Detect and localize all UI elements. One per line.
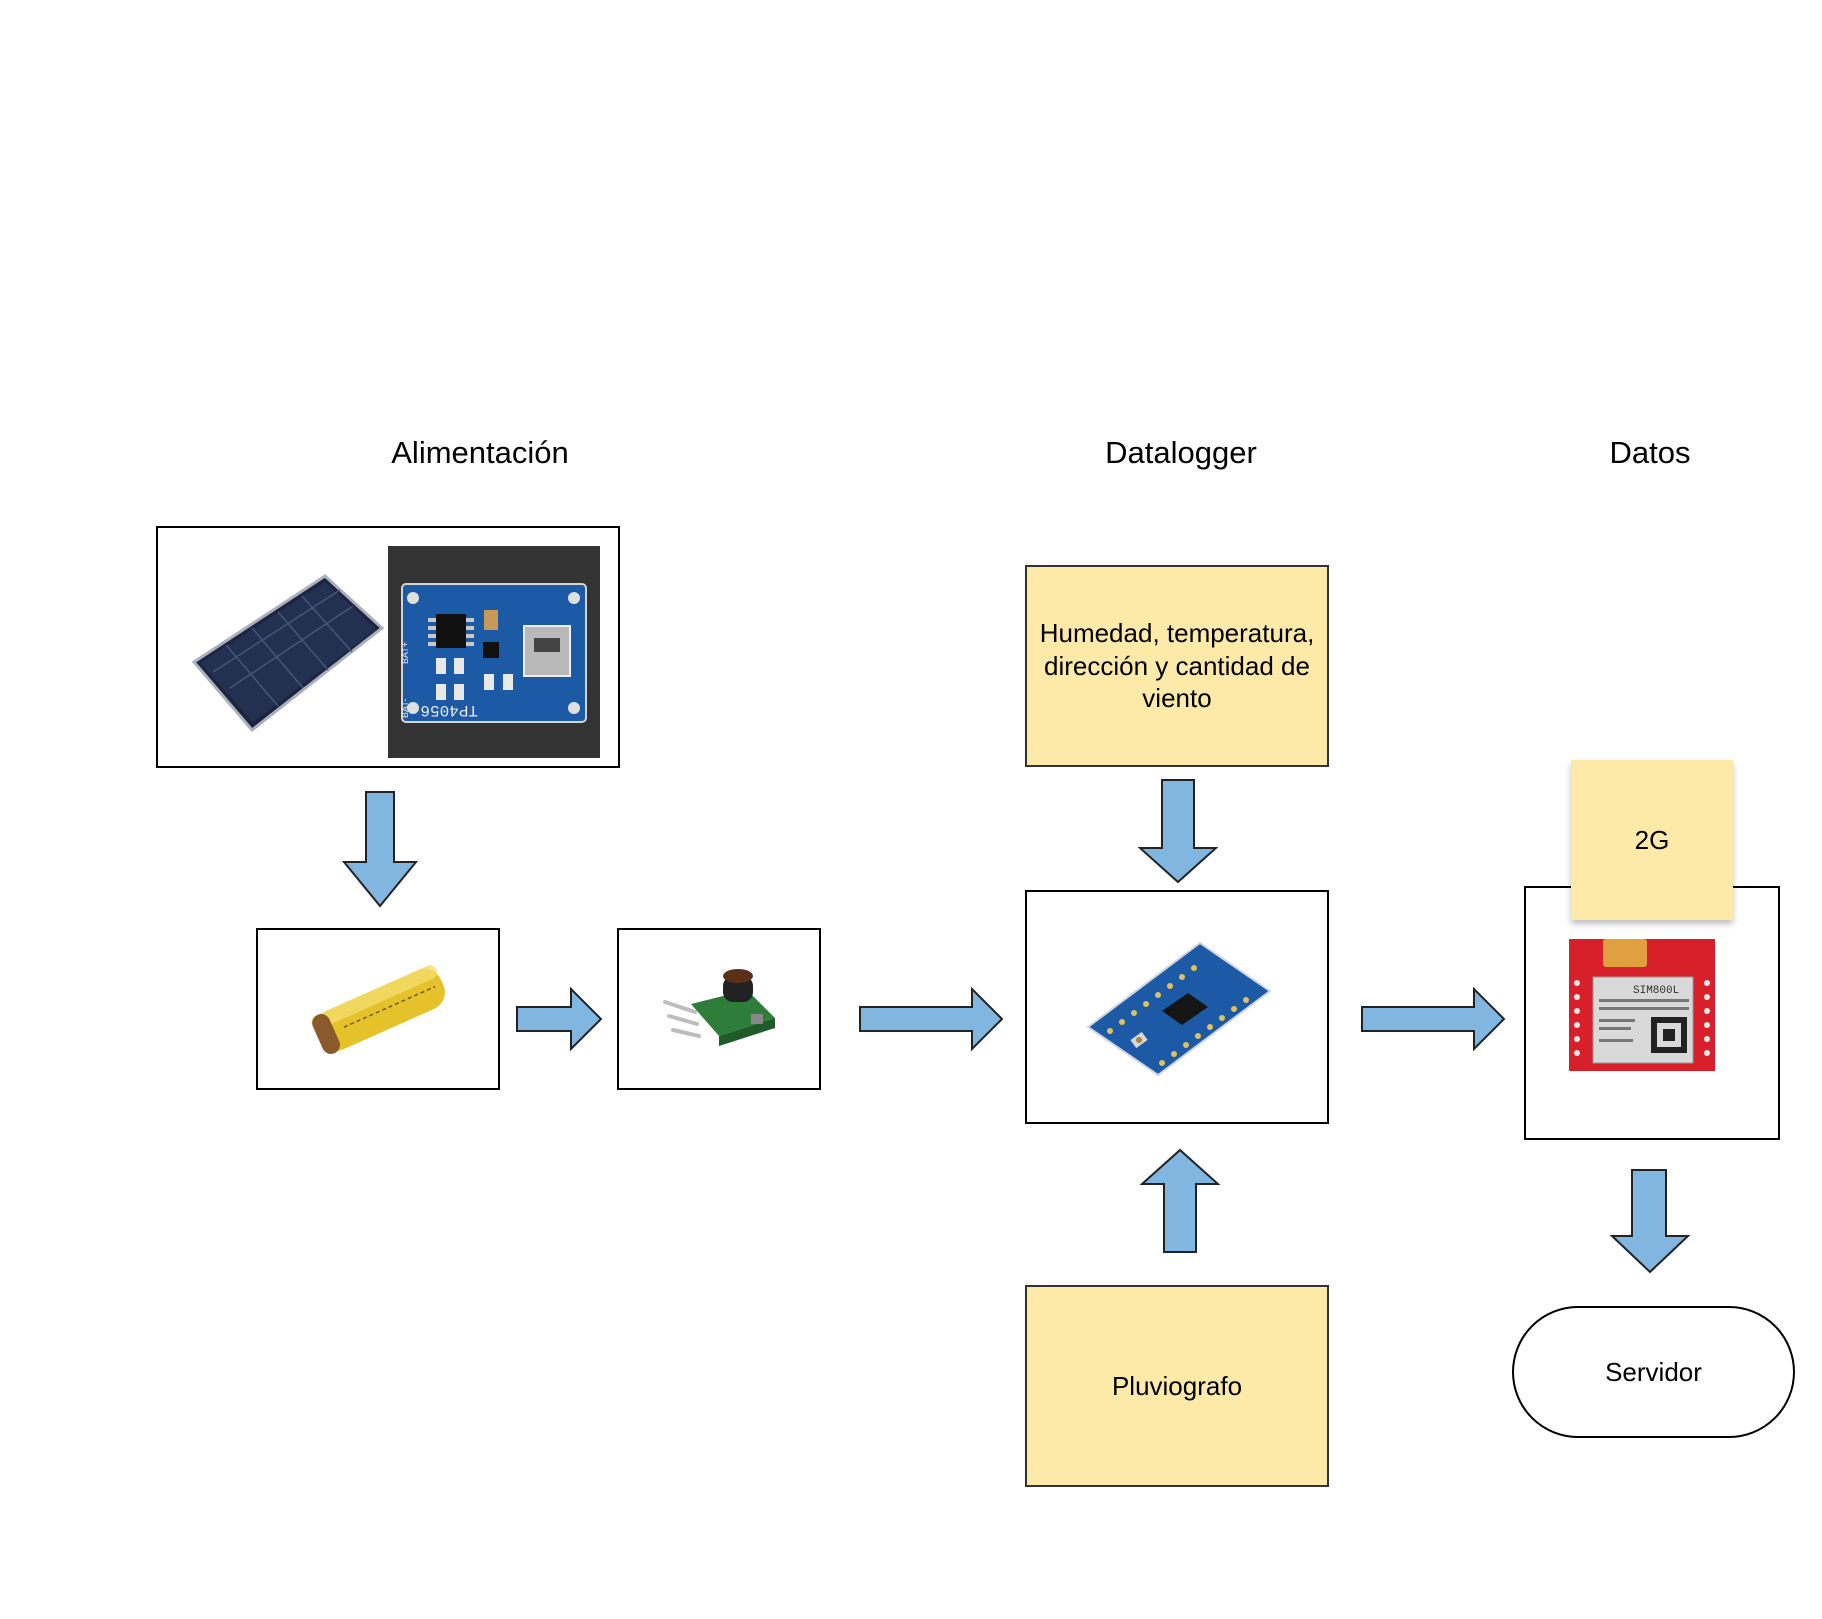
arrow-right-datalogger-to-gsm [1361,986,1506,1052]
charger-bat-pos-label: BAT+ [400,642,410,664]
arrow-down-gsm-to-server [1609,1169,1691,1274]
arrow-right-regulator-to-datalogger [859,986,1004,1052]
arrow-down-power-to-battery [341,791,419,908]
section-title-power: Alimentación [391,435,569,470]
network-2g-node: 2G [1571,760,1733,920]
charger-chip-label: TP4056 [420,701,478,719]
gsm-module-label: SIM800L [1633,985,1679,997]
section-title-datalogger: Datalogger [1105,435,1257,470]
arrow-up-rain-gauge-to-datalogger [1140,1148,1220,1253]
section-title-data: Datos [1609,435,1691,470]
server-node: Servidor [1512,1306,1795,1438]
gsm-module-image: SIM800L [1569,939,1715,1071]
solar-panel-image [191,574,385,733]
voltage-regulator-image [663,969,775,1046]
charger-bat-neg-label: BAT- [400,699,410,718]
charger-module-image: TP4056 BAT+ BAT- [388,546,600,758]
battery-image [311,965,445,1054]
arrow-down-sensors-to-datalogger [1138,779,1218,884]
arrow-right-battery-to-regulator [516,986,603,1052]
sensors-node: Humedad, temperatura, dirección y cantid… [1025,565,1329,767]
arduino-board-image [1086,941,1272,1077]
rain-gauge-node: Pluviografo [1025,1285,1329,1487]
